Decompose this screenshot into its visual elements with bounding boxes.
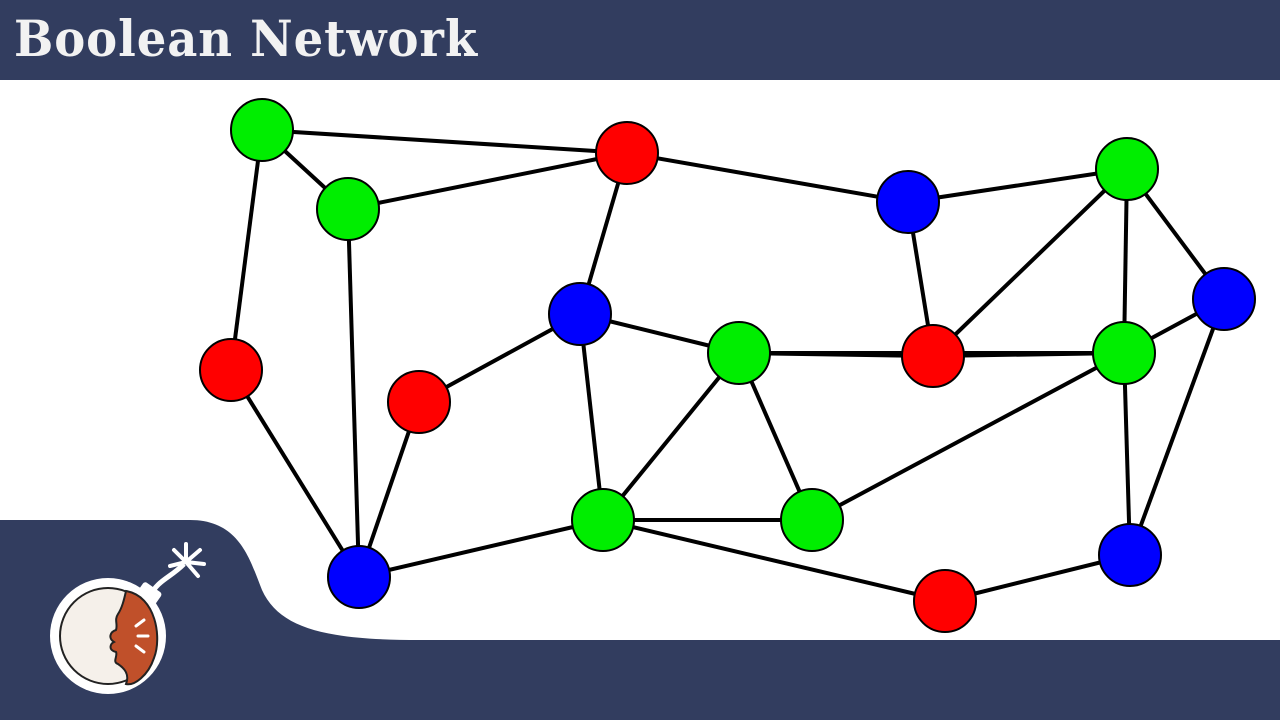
edge-n4-n5 xyxy=(229,368,361,579)
node-n3-red xyxy=(595,121,659,185)
edge-n1-n4 xyxy=(229,129,264,371)
node-n2-green xyxy=(316,177,380,241)
node-n17-red xyxy=(913,569,977,633)
edge-n3-n11 xyxy=(626,151,909,204)
edge-n2-n5 xyxy=(346,208,361,578)
node-n4-red xyxy=(199,338,263,402)
node-n14-blue xyxy=(1192,267,1256,331)
edge-n15-n16 xyxy=(1122,352,1132,556)
node-n7-blue xyxy=(548,282,612,346)
node-n6-red xyxy=(387,370,451,434)
node-n1-green xyxy=(230,98,294,162)
node-n10-green xyxy=(780,488,844,552)
spark-icon xyxy=(168,542,206,578)
node-n13-green xyxy=(1095,137,1159,201)
edge-n9-n17 xyxy=(602,518,946,603)
edge-n14-n16 xyxy=(1128,298,1226,556)
edge-n2-n3 xyxy=(347,151,628,211)
node-n5-blue xyxy=(327,545,391,609)
edge-n8-n9 xyxy=(601,351,741,522)
node-n9-green xyxy=(571,488,635,552)
footer-background xyxy=(0,520,1280,720)
edge-n5-n9 xyxy=(358,518,604,579)
node-n16-blue xyxy=(1098,523,1162,587)
node-n12-red xyxy=(901,324,965,388)
edge-n12-n13 xyxy=(931,167,1129,358)
edge-n7-n9 xyxy=(578,313,605,521)
edge-n1-n3 xyxy=(261,128,628,155)
node-n8-green xyxy=(707,321,771,385)
page-title: Boolean Network xyxy=(14,9,478,68)
header-bar: Boolean Network xyxy=(0,0,1280,80)
edge-n11-n13 xyxy=(907,167,1128,204)
edge-n10-n15 xyxy=(811,351,1125,522)
node-n11-blue xyxy=(876,170,940,234)
node-n15-green xyxy=(1092,321,1156,385)
bomb-face-logo-icon xyxy=(50,542,206,694)
node-layer xyxy=(199,98,1256,633)
